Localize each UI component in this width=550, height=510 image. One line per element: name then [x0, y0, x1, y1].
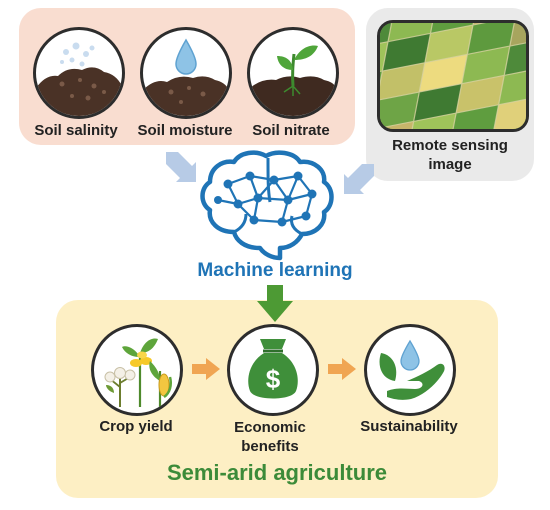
remote-sensing-field-image: [377, 20, 529, 132]
semi-arid-agriculture-title: Semi-arid agriculture: [166, 460, 388, 485]
soil-to-ml-arrow-icon: [166, 152, 196, 182]
economic-benefits-label: Economic benefits: [234, 419, 306, 455]
remote-to-ml-arrow-icon: [344, 164, 374, 194]
soil-nitrate-sprout-icon: [247, 27, 339, 119]
money-bag-icon: $: [227, 324, 319, 416]
ml-to-outcomes-arrow-icon: [257, 285, 293, 322]
soil-salinity-icon: [33, 27, 125, 119]
soil-nitrate-label: Soil nitrate: [252, 122, 330, 139]
brain-network-icon: [200, 150, 334, 261]
remote-sensing-label: Remote sensing image: [392, 137, 508, 173]
dollar-sign: $: [265, 364, 281, 394]
sustainability-label: Sustainability: [360, 418, 458, 435]
crop-yield-plants-icon: [91, 324, 183, 416]
machine-learning-label: Machine learning: [197, 260, 353, 281]
soil-moisture-label: Soil moisture: [137, 122, 233, 139]
crop-yield-label: Crop yield: [99, 418, 173, 435]
economic-to-sustainability-arrow-icon: [328, 358, 356, 380]
crop-to-economic-arrow-icon: [192, 358, 220, 380]
soil-salinity-label: Soil salinity: [34, 122, 118, 139]
sustainability-hand-leaf-icon: [364, 324, 456, 416]
soil-moisture-icon: [140, 27, 232, 119]
